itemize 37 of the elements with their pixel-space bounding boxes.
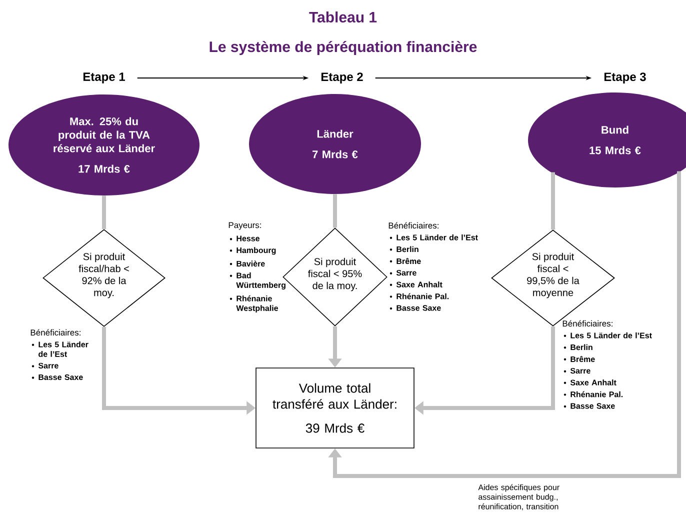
connector-line (102, 196, 106, 230)
list-item: Brême (564, 356, 595, 362)
step-label: Etape 2 (321, 72, 363, 84)
title: Le système de péréquation financière (210, 40, 477, 56)
list-item: Bad Württemberg (230, 272, 286, 290)
list-item: Les 5 Länder de l’Est (564, 332, 652, 338)
list-item: Sarre (564, 368, 590, 374)
list-heading: Bénéficiaires: (388, 222, 438, 229)
edge-label: Aides spécifiques pour assainissement budg., réunification, transition (478, 484, 560, 510)
list-item: Sarre (32, 362, 58, 368)
list-item: Saxe Anhalt (564, 380, 616, 386)
list-item: Rhénanie Pal. (390, 293, 449, 300)
table-number: Tableau 1 (309, 12, 377, 22)
list-item: Hesse (230, 236, 260, 242)
list-heading: Payeurs: (228, 222, 261, 230)
list-item: Rhénanie Pal. (564, 391, 623, 398)
list-item: Rhénanie Westphalie (230, 295, 278, 313)
process-box: Volume total transféré aux Länder: 39 Mrds € (256, 368, 414, 448)
list-item: Bavière (230, 260, 265, 267)
list-item: Hambourg (230, 247, 276, 255)
list-item: Basse Saxe (390, 305, 441, 311)
list-heading: Bénéficiaires: (562, 320, 612, 327)
list-item: Sarre (390, 270, 416, 276)
list-item: Berlin (390, 246, 418, 252)
list-item: Les 5 Länder de l’Est (390, 234, 478, 240)
connector-line (333, 194, 337, 228)
list-item: Saxe Anhalt (390, 282, 442, 288)
step-label: Etape 1 (83, 72, 125, 84)
list-item: Brême (390, 258, 421, 264)
list-item: Basse Saxe (32, 374, 83, 380)
list-heading: Bénéficiaires: (30, 329, 80, 336)
connector-line (551, 172, 555, 230)
list-item: Berlin (564, 344, 592, 350)
list-item: Les 5 Länder de l’Est (32, 341, 88, 357)
arrow (328, 171, 681, 478)
step-label: Etape 3 (604, 72, 646, 84)
list-item: Basse Saxe (564, 403, 615, 409)
